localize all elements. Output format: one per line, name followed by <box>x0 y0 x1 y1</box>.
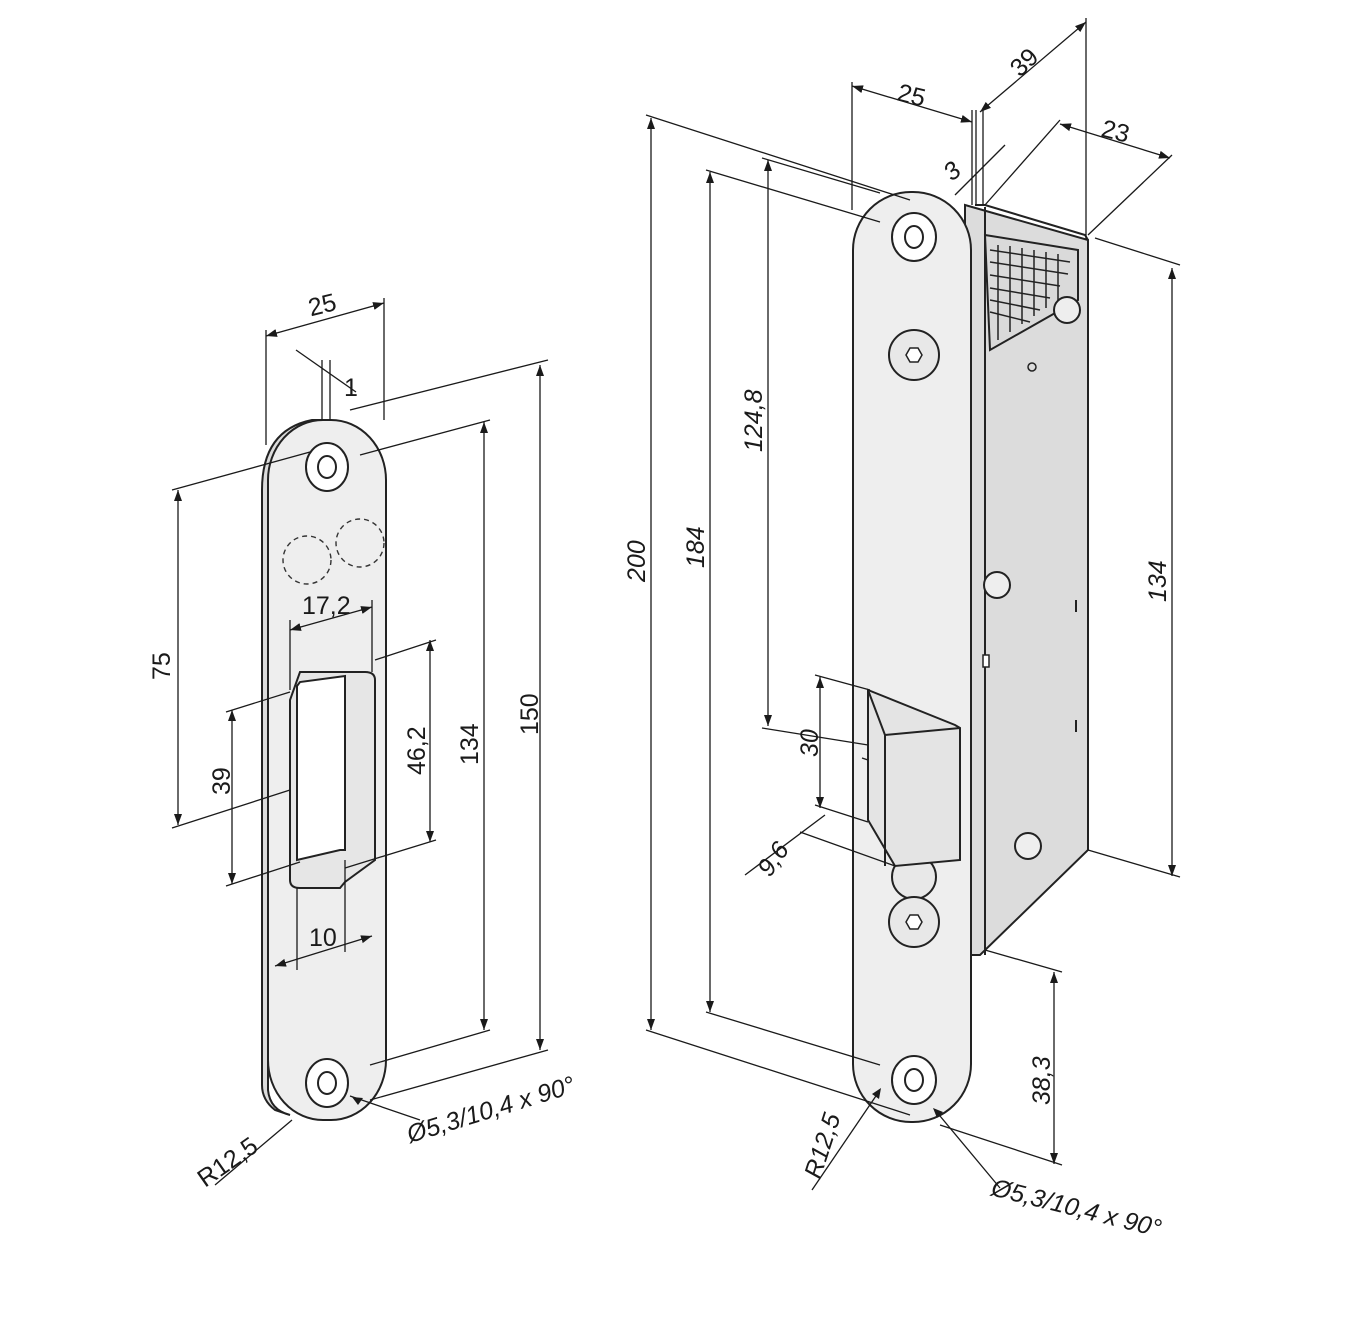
sp-dim-25: 25 <box>305 288 339 322</box>
lock-dim-38-3: 38,3 <box>1028 1056 1056 1105</box>
lock-dim-23: 23 <box>1099 115 1133 149</box>
sp-dim-10: 10 <box>309 924 337 952</box>
lock-dim-hole: Ø5,3/10,4 x 90° <box>988 1173 1165 1243</box>
sp-dim-17-2: 17,2 <box>302 592 351 620</box>
lock-dim-3: 3 <box>938 156 967 186</box>
lock-dim-134: 134 <box>1144 560 1172 602</box>
lock-dim-184: 184 <box>682 526 710 568</box>
sp-dim-1: 1 <box>344 374 358 402</box>
lock-dim-25: 25 <box>895 79 929 113</box>
sp-dim-r12-5: R12,5 <box>192 1132 263 1193</box>
sp-dim-150: 150 <box>516 693 544 735</box>
lock-faceplate <box>852 191 972 1123</box>
lock-dim-200: 200 <box>623 540 651 583</box>
terminal-block <box>983 233 1079 352</box>
sp-dim-134: 134 <box>456 723 484 765</box>
sp-dim-75: 75 <box>148 652 176 680</box>
case-screw-1 <box>1053 296 1081 324</box>
latch-opening <box>296 674 346 862</box>
dashed-hole-left <box>282 535 332 585</box>
case-screw-2 <box>983 571 1011 599</box>
lock-dim-9-6: 9,6 <box>752 837 795 882</box>
dashed-hole-right <box>335 518 385 568</box>
lock-dim-r12-5: R12,5 <box>799 1110 846 1182</box>
lock-body <box>852 191 1089 1123</box>
case-screw-3 <box>1014 832 1042 860</box>
strike-plate <box>261 419 387 1121</box>
lock-dim-39: 39 <box>1005 43 1044 82</box>
lock-dim-124-8: 124,8 <box>740 389 768 452</box>
sp-dim-46-2: 46,2 <box>403 726 431 775</box>
sp-dim-39: 39 <box>208 767 236 795</box>
lock-dim-30: 30 <box>796 729 824 757</box>
